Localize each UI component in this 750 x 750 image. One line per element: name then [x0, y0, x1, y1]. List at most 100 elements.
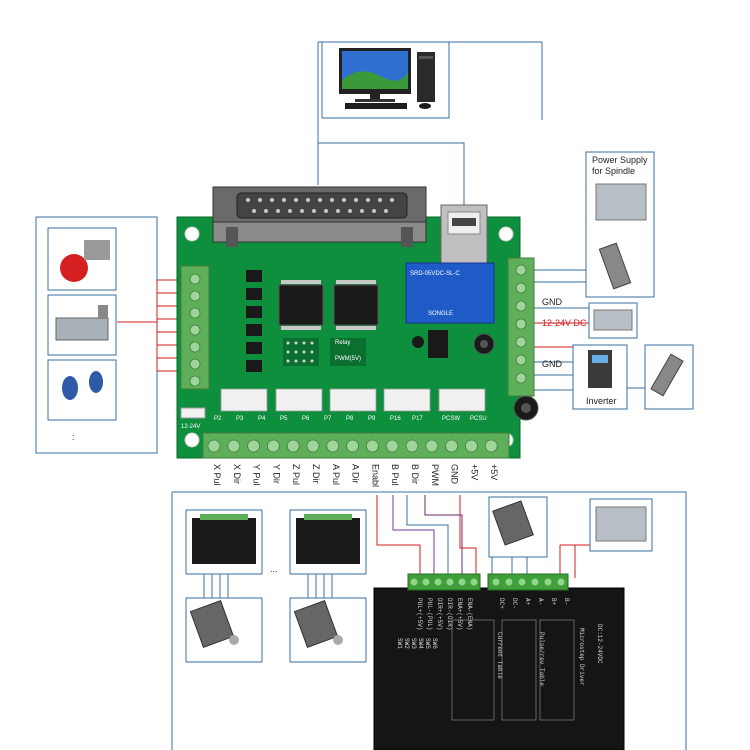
- spindle-psu-frame: [585, 151, 655, 298]
- driver-signal-pin: PUL-(PUL): [426, 598, 433, 630]
- stepper-driver-icon: [192, 518, 256, 564]
- driver-tables: [451, 619, 575, 721]
- terminal-screw: [464, 439, 478, 453]
- dc-psu-group: [588, 302, 638, 339]
- axis-connectors: [220, 388, 486, 412]
- terminal-label: X Pul: [212, 464, 222, 486]
- driver-screw: [422, 578, 430, 586]
- terminal-screw: [207, 439, 221, 453]
- terminal-label: X Dir: [232, 464, 242, 484]
- keyboard: [345, 103, 407, 109]
- monitor-base: [355, 99, 395, 102]
- svg-text:P6: P6: [302, 416, 310, 422]
- svg-text:P7: P7: [324, 416, 332, 422]
- psu-label-line-1: Power Supply: [592, 155, 648, 165]
- terminal-screw: [266, 439, 280, 453]
- driver-voltage: DC:12-24VDC: [596, 624, 603, 664]
- terminal-screw: [286, 439, 300, 453]
- terminal-label: A Dir: [351, 464, 361, 484]
- terminal-label: Z Pul: [291, 464, 301, 485]
- breakout-board: Relay PWM(5V) SRD-05VDC-SL-C SONGLE 12-2: [176, 186, 539, 459]
- pulse-table-header: Pulse/rev Table: [538, 632, 545, 686]
- terminal-screw: [346, 439, 360, 453]
- driver-signal-wires: [171, 491, 687, 750]
- terminal-screw: [227, 439, 241, 453]
- svg-text:P2: P2: [214, 416, 222, 422]
- driver-screw: [505, 578, 513, 586]
- power-supply-icon: [595, 506, 647, 542]
- relay-text: Relay: [335, 340, 350, 346]
- psu-label-line-2: for Spindle: [592, 166, 635, 176]
- driver-screw: [557, 578, 565, 586]
- svg-text:P16: P16: [390, 416, 401, 422]
- terminal-label: GND: [450, 464, 460, 485]
- driver-screw: [434, 578, 442, 586]
- svg-text:P17: P17: [412, 416, 423, 422]
- proximity-sensor-icon: [62, 376, 78, 400]
- driver-power-pin: DC+: [498, 598, 505, 609]
- sensor-ellipsis: :: [72, 432, 75, 442]
- sensor-panel: :: [47, 227, 117, 442]
- power-supply-icon: [593, 309, 633, 331]
- driver-signal-pin: DIR+(+5V): [436, 598, 443, 630]
- spindle-motor-icon: [650, 353, 684, 397]
- terminal-label: A Pul: [331, 464, 341, 485]
- port-labels: P2 P3 P4 P5 P6 P7 P8 P9 P16 P17 PCSW PCS…: [214, 416, 487, 422]
- driver-screw: [518, 578, 526, 586]
- spindle-power-group: Power Supply for Spindle: [585, 151, 655, 298]
- driver-screw: [410, 578, 418, 586]
- driver-signal-pin: ENA+(+5V): [456, 598, 463, 630]
- mount-hole: [184, 432, 200, 448]
- terminal-screw: [405, 439, 419, 453]
- terminal-screw: [326, 439, 340, 453]
- driver-sw-label: SW2: [403, 638, 410, 649]
- driver-power-pin: A+: [524, 598, 531, 606]
- stepper-motor-icon: [293, 600, 339, 648]
- driver-screw: [531, 578, 539, 586]
- svg-text:P4: P4: [258, 416, 266, 422]
- driver-ellipsis: ...: [270, 564, 278, 574]
- gnd-bottom-label: GND: [542, 359, 563, 369]
- motor-frame: [644, 344, 694, 410]
- terminal-screw: [484, 439, 498, 453]
- current-table-header: Current Table: [496, 632, 503, 679]
- terminal-label: PWM: [430, 464, 440, 486]
- dc-supply-label: 12-24V DC: [542, 318, 587, 328]
- relay-model: SRD-05VDC-SL-C: [410, 271, 460, 277]
- svg-text:PCSU: PCSU: [470, 416, 487, 422]
- relay-brand: SONGLE: [428, 311, 453, 317]
- power-supply-icon: [595, 183, 647, 221]
- pwm-text: PWM(5V): [335, 356, 361, 362]
- terminal-label: +5V: [469, 464, 479, 480]
- svg-text:PCSW: PCSW: [442, 416, 460, 422]
- svg-text:P3: P3: [236, 416, 244, 422]
- proximity-sensor-frame: [47, 359, 117, 421]
- inverter-label: Inverter: [586, 396, 617, 406]
- driver-title: Microstep Driver: [578, 628, 585, 686]
- terminal-screw: [247, 439, 261, 453]
- pc-tower: [417, 52, 435, 102]
- driver-signal-pin: DIR-(DIR): [446, 598, 453, 630]
- stepper-motor-icon: [189, 600, 235, 648]
- power-terminal: [487, 573, 569, 591]
- relay: [405, 262, 495, 324]
- optocouplers: [246, 270, 262, 372]
- spindle-motor-icon: [598, 242, 632, 290]
- ic-chip-1: [278, 284, 324, 326]
- emergency-stop-icon: [60, 254, 88, 282]
- limit-switch-icon: [55, 317, 109, 341]
- driver-sw-label: SW6: [431, 638, 438, 649]
- driver-motor-pairs: ...: [185, 496, 653, 663]
- driver-sw-label: SW1: [396, 638, 403, 649]
- terminal-label: B Pul: [390, 464, 400, 486]
- driver-sw-label: SW4: [417, 638, 424, 649]
- terminal-label: B Dir: [410, 464, 420, 484]
- driver-screw: [458, 578, 466, 586]
- terminal-screw: [306, 439, 320, 453]
- mouse: [419, 103, 431, 109]
- power-label: 12-24V: [181, 424, 200, 430]
- driver-screw: [446, 578, 454, 586]
- signal-terminal: [407, 573, 481, 591]
